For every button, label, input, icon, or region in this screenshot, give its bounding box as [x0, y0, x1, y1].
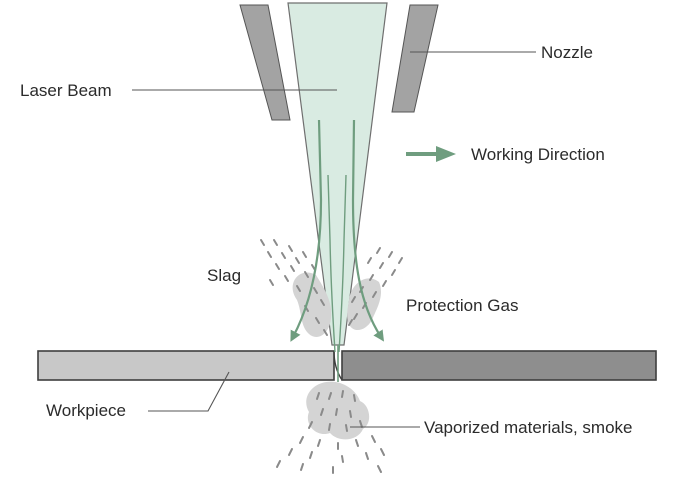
leader-lines	[132, 51, 536, 428]
nozzle-right-wall	[391, 4, 439, 113]
nozzle-left-wall	[239, 4, 291, 121]
kerf-edge	[333, 350, 343, 381]
label-laser-beam: Laser Beam	[20, 81, 112, 100]
workpiece-cut-side	[37, 350, 335, 381]
label-slag: Slag	[207, 266, 242, 285]
protection-gas-arrows	[290, 119, 385, 353]
gas-arrow-outer-right	[351, 119, 385, 342]
label-working-direction: Working Direction	[471, 145, 605, 164]
label-vaporized-materials: Vaporized materials, smoke	[424, 418, 633, 437]
gas-arrow-inner-right	[338, 174, 347, 353]
gas-arrow-outer-left	[290, 119, 323, 342]
leader-workpiece	[148, 371, 230, 412]
label-workpiece: Workpiece	[46, 401, 126, 420]
workpiece-uncut-side	[341, 350, 657, 381]
working-direction-arrow	[406, 146, 456, 162]
gas-arrow-inner-left	[327, 174, 336, 353]
laser-beam	[287, 2, 388, 346]
label-protection-gas: Protection Gas	[406, 296, 519, 315]
label-nozzle: Nozzle	[541, 43, 593, 62]
